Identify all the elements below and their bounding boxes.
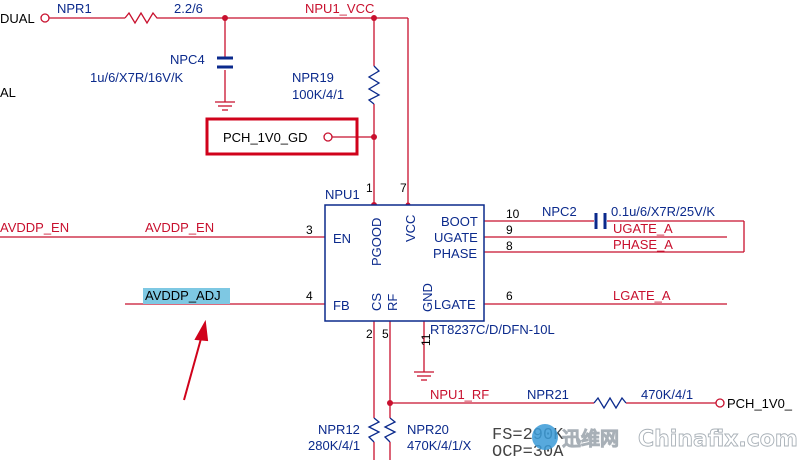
pin-number-1: 1 (366, 181, 373, 195)
net-phase: PHASE_A (613, 237, 673, 252)
npc2-value: 0.1u/6/X7R/25V/K (611, 204, 715, 219)
npc4-value: 1u/6/X7R/16V/K (90, 70, 184, 85)
wires (0, 17, 745, 418)
npr1-resistor (124, 11, 160, 25)
npc4-capacitor (217, 56, 233, 69)
npc2-ref: NPC2 (542, 204, 577, 219)
pin-number-11: 11 (419, 333, 433, 346)
annotation-arrow (183, 319, 209, 401)
net-pch-gd: PCH_1V0_GD (223, 130, 308, 145)
npr12-resistor (367, 417, 381, 443)
net-lgate: LGATE_A (613, 288, 671, 303)
watermark-en: Chinafix.com (638, 427, 798, 452)
dual-connector (40, 13, 50, 23)
net-avddp-en-right: AVDDP_EN (145, 220, 214, 235)
net-pch-right: PCH_1V0_ (727, 396, 793, 411)
pch-right-connector (715, 398, 725, 408)
pin-phase: PHASE (433, 246, 477, 261)
npr20-ref: NPR20 (407, 422, 449, 437)
pin-number-6: 6 (506, 289, 513, 303)
watermark-logo-icon (532, 424, 558, 450)
watermark-cn: 迅维网 (562, 427, 619, 450)
npr19-ref: NPR19 (292, 70, 334, 85)
bottom-wires (373, 442, 391, 460)
npr20-resistor (383, 417, 397, 443)
ic-part: RT8237C/D/DFN-10L (430, 322, 555, 337)
ic-body (324, 204, 485, 322)
npr21-resistor (593, 396, 627, 410)
pin-number-4: 4 (306, 289, 313, 303)
npc2-capacitor (594, 213, 607, 229)
npc4-ref: NPC4 (170, 52, 205, 67)
pch-gd-connector (323, 132, 333, 142)
npr19-value: 100K/4/1 (292, 87, 344, 102)
npr1-value: 2.2/6 (174, 1, 203, 16)
npr12-value: 280K/4/1 (308, 438, 360, 453)
net-ugate: UGATE_A (613, 221, 673, 236)
pin-number-2: 2 (366, 327, 373, 341)
net-al: AL (0, 85, 16, 100)
pin-number-10: 10 (506, 207, 520, 221)
npr19-resistor (367, 65, 381, 105)
npr20-value: 470K/4/1/X (407, 438, 472, 453)
pin-gnd: GND (420, 283, 435, 312)
pin-number-8: 8 (506, 239, 513, 253)
npr1-ref: NPR1 (57, 1, 92, 16)
pin-lgate: LGATE (434, 297, 476, 312)
pin-en: EN (333, 231, 351, 246)
net-npu1-vcc: NPU1_VCC (305, 1, 374, 16)
watermark: 迅维网 Chinafix.com (532, 424, 798, 452)
pin-ugate: UGATE (434, 230, 478, 245)
pin-number-7: 7 (400, 181, 407, 195)
pin-pgood: PGOOD (369, 218, 384, 266)
net-avddp-en-left: AVDDP_EN (0, 220, 69, 235)
net-dual: DUAL (0, 11, 35, 26)
pch-gd-highlight-box (205, 117, 359, 156)
npr21-value: 470K/4/1 (641, 387, 693, 402)
pin-cs: CS (369, 293, 384, 311)
pin-rf: RF (385, 294, 400, 311)
avddp-adj-highlight (143, 288, 230, 304)
pin-vcc: VCC (403, 215, 418, 242)
pin-fb: FB (333, 298, 350, 313)
pin-number-3: 3 (306, 223, 313, 237)
ground-symbol-pin11 (414, 371, 434, 381)
ic-ref: NPU1 (325, 187, 360, 202)
npr21-ref: NPR21 (527, 387, 569, 402)
pin-number-5: 5 (382, 327, 389, 341)
pin-boot: BOOT (441, 214, 478, 229)
net-npu1-rf: NPU1_RF (430, 387, 489, 402)
ground-symbol-npc4 (215, 101, 235, 111)
pin-number-9: 9 (506, 223, 513, 237)
npr12-ref: NPR12 (318, 422, 360, 437)
net-avddp-adj: AVDDP_ADJ (145, 288, 221, 303)
